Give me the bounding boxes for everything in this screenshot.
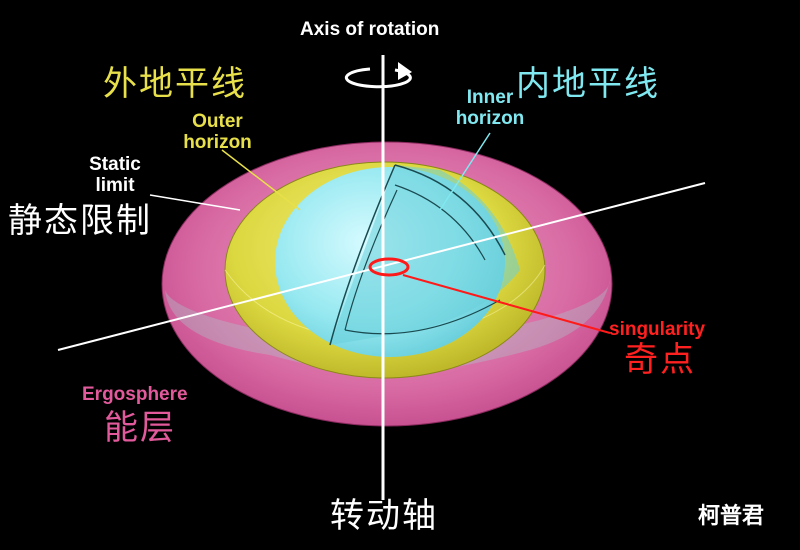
static-limit-label-en: Static limit	[65, 154, 165, 197]
axis-title-en: Axis of rotation	[300, 19, 440, 40]
rotation-arrow-icon	[344, 62, 412, 89]
singularity-ring	[368, 257, 410, 277]
ergosphere-label-en: Ergosphere	[82, 384, 188, 405]
inner-horizon-label-line2: horizon	[455, 107, 525, 129]
outer-horizon-leader	[221, 149, 301, 211]
outer-horizon-label-line1: Outer	[192, 111, 243, 132]
inner-horizon-label-cn: 内地平线	[516, 64, 660, 104]
singularity-leader	[402, 274, 611, 334]
ergosphere-label-cn: 能层	[104, 408, 176, 448]
inner-horizon-label-en: Inner horizon	[440, 87, 540, 130]
singularity-label-cn: 奇点	[624, 340, 696, 380]
axis-title-cn: 转动轴	[330, 496, 438, 536]
inner-horizon-leader	[439, 132, 491, 211]
watermark-text: 柯普君	[698, 504, 765, 529]
outer-horizon-label-en: Outer horizon	[165, 111, 270, 154]
inner-horizon-label-line1: Inner	[466, 87, 514, 108]
outer-horizon-label-line2: horizon	[183, 131, 252, 153]
static-limit-label-cn: 静态限制	[8, 201, 152, 241]
static-limit-label-line2: limit	[95, 174, 135, 196]
singularity-label-en: singularity	[609, 319, 706, 340]
static-limit-label-line1: Static	[89, 154, 141, 175]
outer-horizon-label-cn: 外地平线	[103, 64, 247, 104]
static-limit-leader	[149, 194, 241, 211]
